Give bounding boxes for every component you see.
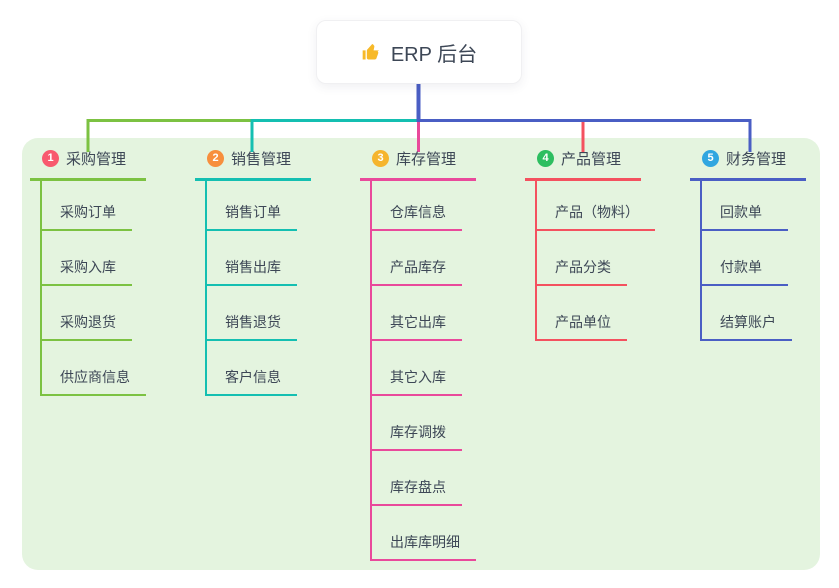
child-node[interactable]: 供应商信息 xyxy=(42,341,146,396)
child-node[interactable]: 其它入库 xyxy=(372,341,462,396)
branch-children: 仓库信息 产品库存 其它出库 其它入库 库存调拨 库存盘点 出库库明细 xyxy=(370,181,525,561)
number-badge: 5 xyxy=(702,150,719,167)
child-node[interactable]: 其它出库 xyxy=(372,286,462,341)
child-node[interactable]: 采购订单 xyxy=(42,181,132,231)
child-node[interactable]: 回款单 xyxy=(702,181,788,231)
branch-children: 产品（物料） 产品分类 产品单位 xyxy=(535,181,690,341)
child-node[interactable]: 采购入库 xyxy=(42,231,132,286)
child-node[interactable]: 产品（物料） xyxy=(537,181,655,231)
branch-node[interactable]: 3 库存管理 xyxy=(360,148,476,181)
branch-node-label: 销售管理 xyxy=(231,151,292,168)
child-node[interactable]: 销售出库 xyxy=(207,231,297,286)
child-node[interactable]: 出库库明细 xyxy=(372,506,476,561)
branch-node[interactable]: 5 财务管理 xyxy=(690,148,806,181)
branch-children: 销售订单 销售出库 销售退货 客户信息 xyxy=(205,181,360,396)
child-node[interactable]: 仓库信息 xyxy=(372,181,462,231)
child-node[interactable]: 产品库存 xyxy=(372,231,462,286)
branch-sales-management: 2 销售管理 销售订单 销售出库 销售退货 客户信息 xyxy=(195,148,360,396)
child-node[interactable]: 库存盘点 xyxy=(372,451,462,506)
branch-node-label: 库存管理 xyxy=(396,151,457,168)
branch-node[interactable]: 2 销售管理 xyxy=(195,148,311,181)
branch-children: 采购订单 采购入库 采购退货 供应商信息 xyxy=(40,181,195,396)
number-badge: 2 xyxy=(207,150,224,167)
root-node[interactable]: ERP 后台 xyxy=(316,20,522,84)
child-node[interactable]: 销售退货 xyxy=(207,286,297,341)
child-node[interactable]: 库存调拨 xyxy=(372,396,462,451)
branch-children: 回款单 付款单 结算账户 xyxy=(700,181,839,341)
branch-node[interactable]: 1 采购管理 xyxy=(30,148,146,181)
root-node-label: ERP 后台 xyxy=(390,43,478,66)
branch-purchase-management: 1 采购管理 采购订单 采购入库 采购退货 供应商信息 xyxy=(30,148,195,396)
branch-inventory-management: 3 库存管理 仓库信息 产品库存 其它出库 其它入库 库存调拨 库存盘点 出库库… xyxy=(360,148,525,561)
number-badge: 3 xyxy=(372,150,389,167)
branch-node-label: 采购管理 xyxy=(66,151,127,168)
branch-product-management: 4 产品管理 产品（物料） 产品分类 产品单位 xyxy=(525,148,690,341)
child-node[interactable]: 产品分类 xyxy=(537,231,627,286)
branch-node[interactable]: 4 产品管理 xyxy=(525,148,641,181)
number-badge: 4 xyxy=(537,150,554,167)
child-node[interactable]: 客户信息 xyxy=(207,341,297,396)
branch-finance-management: 5 财务管理 回款单 付款单 结算账户 xyxy=(690,148,839,341)
child-node[interactable]: 销售订单 xyxy=(207,181,297,231)
mindmap-panel xyxy=(22,138,820,570)
thumbs-up-icon xyxy=(361,42,381,62)
branch-node-label: 财务管理 xyxy=(726,151,787,168)
child-node[interactable]: 付款单 xyxy=(702,231,788,286)
child-node[interactable]: 产品单位 xyxy=(537,286,627,341)
number-badge: 1 xyxy=(42,150,59,167)
branch-node-label: 产品管理 xyxy=(561,151,622,168)
child-node[interactable]: 采购退货 xyxy=(42,286,132,341)
child-node[interactable]: 结算账户 xyxy=(702,286,792,341)
